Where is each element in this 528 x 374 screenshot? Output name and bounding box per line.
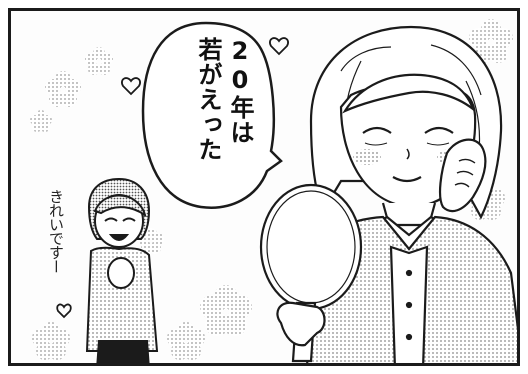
speech-line-2: 若がえった	[194, 37, 222, 162]
heart-icon	[269, 37, 289, 56]
speech-bubble	[141, 21, 283, 209]
young-woman-figure	[85, 177, 159, 363]
heart-icon	[121, 77, 141, 96]
manga-panel: 20年は 若がえった きれいですー	[8, 8, 520, 366]
side-exclamation-text: きれいですー	[47, 189, 65, 273]
speech-bubble-text: 20年は 若がえった	[156, 37, 256, 207]
speech-line-1: 20年は	[226, 37, 254, 145]
old-woman-figure	[259, 25, 517, 363]
panel-artwork	[30, 19, 517, 363]
heart-icon	[56, 303, 72, 319]
heart-icons	[56, 37, 289, 319]
